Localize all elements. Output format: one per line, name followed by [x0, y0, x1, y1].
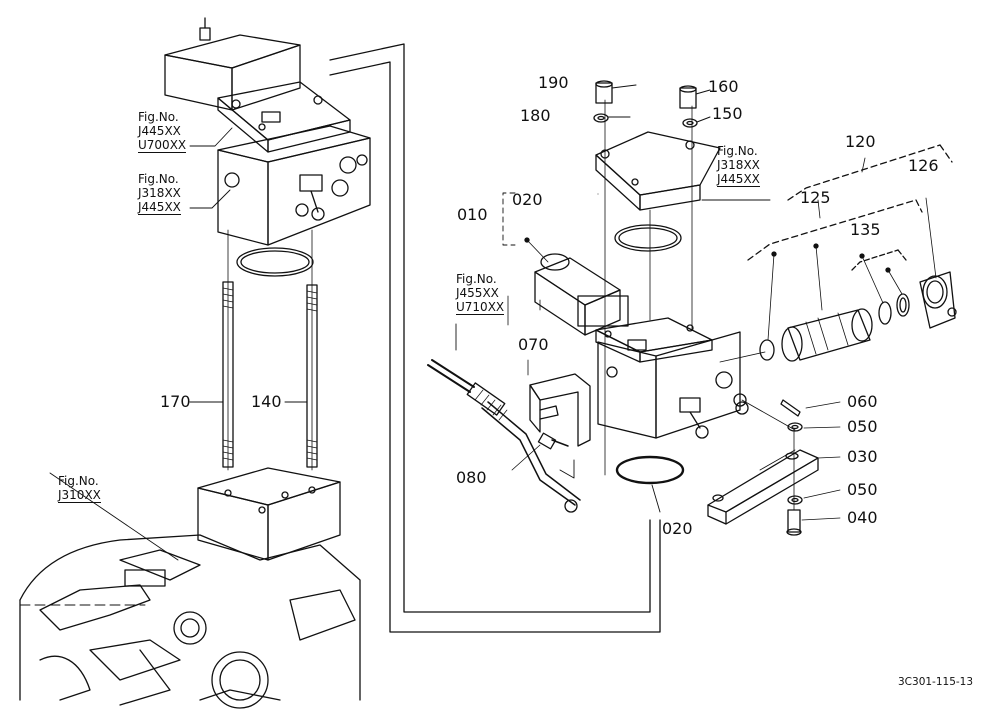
part-label-020-bottom: 020	[662, 519, 693, 538]
figure-ref-code: J445XX	[138, 124, 181, 138]
spool-cartridge	[719, 144, 957, 363]
solenoid-valve	[534, 253, 749, 485]
part-label-125: 125	[800, 188, 831, 207]
drawing-code: 3C301-115-13	[898, 676, 974, 688]
figure-ref-right-cover: Fig.No. J318XX J445XX	[717, 144, 760, 187]
part-label-126: 126	[908, 156, 939, 175]
figure-ref-code: J318XX	[138, 186, 181, 200]
part-label-060: 060	[847, 392, 878, 411]
figure-ref-center-cable: Fig.No. J455XX U710XX	[456, 272, 505, 315]
part-label-010: 010	[457, 205, 488, 224]
left-valve-assembly	[164, 17, 371, 277]
part-label-070: 070	[518, 335, 549, 354]
part-label-030: 030	[847, 447, 878, 466]
figure-ref-code: J455XX	[456, 286, 499, 300]
lever-assembly	[707, 399, 841, 536]
figure-ref-code: U700XX	[138, 138, 187, 153]
figure-ref-code: J445XX	[138, 200, 181, 215]
leader-lines	[49, 127, 771, 561]
part-label-190: 190	[538, 73, 569, 92]
part-label-050-bottom: 050	[847, 480, 878, 499]
part-label-160: 160	[708, 77, 739, 96]
cover-plate	[593, 80, 721, 476]
figure-ref-left-middle: Fig.No. J318XX J445XX	[138, 172, 181, 215]
part-label-150: 150	[712, 104, 743, 123]
figure-ref-code: U710XX	[456, 300, 505, 315]
figure-ref-title: Fig.No.	[138, 172, 179, 186]
lower-housing	[19, 467, 361, 709]
figure-ref-code: J318XX	[717, 158, 760, 172]
figure-ref-left-lower: Fig.No. J310XX	[58, 474, 101, 503]
part-label-135: 135	[850, 220, 881, 239]
figure-ref-code: J445XX	[717, 172, 760, 187]
connector-outline	[329, 43, 661, 633]
part-label-040: 040	[847, 508, 878, 527]
part-label-120: 120	[845, 132, 876, 151]
long-bolts	[189, 229, 318, 471]
figure-ref-code: J310XX	[58, 488, 101, 503]
part-label-180: 180	[520, 106, 551, 125]
part-label-020-top: 020	[512, 190, 543, 209]
figure-ref-title: Fig.No.	[456, 272, 497, 286]
part-label-140: 140	[251, 392, 282, 411]
figure-ref-title: Fig.No.	[138, 110, 179, 124]
figure-ref-left-upper: Fig.No. J445XX U700XX	[138, 110, 187, 153]
part-label-050-top: 050	[847, 417, 878, 436]
part-label-170: 170	[160, 392, 191, 411]
part-label-080: 080	[456, 468, 487, 487]
figure-ref-title: Fig.No.	[58, 474, 99, 488]
bracket-and-cable	[427, 237, 591, 513]
figure-ref-title: Fig.No.	[717, 144, 758, 158]
